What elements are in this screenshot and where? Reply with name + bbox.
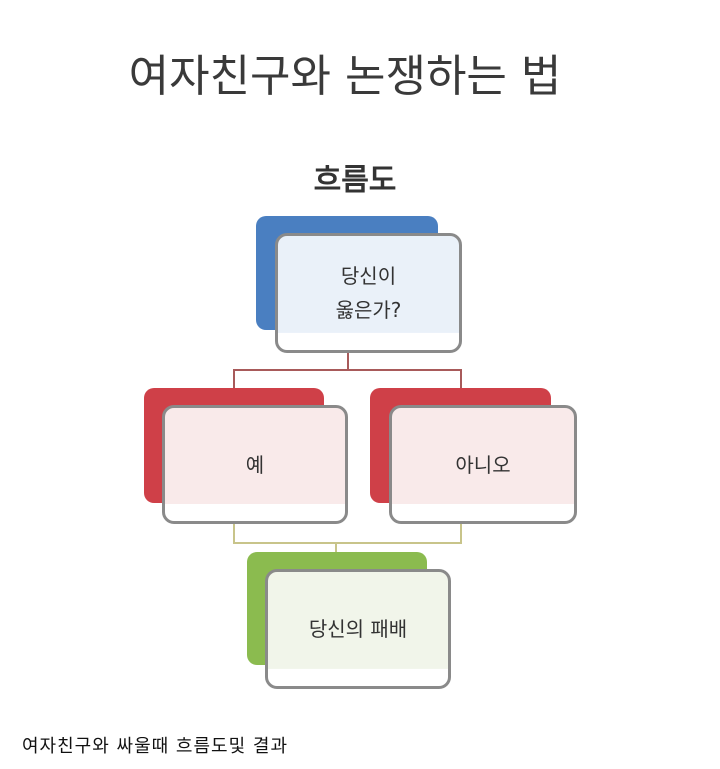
question-line2: 옳은가? xyxy=(335,298,402,322)
caption: 여자친구와 싸울때 흐름도및 결과 xyxy=(22,736,289,757)
yes-label: 예 xyxy=(245,452,265,477)
connector-bottom-drop xyxy=(335,542,337,554)
page-title: 여자친구와 논쟁하는 법 xyxy=(128,51,562,102)
connector-bottom-horizontal xyxy=(233,542,462,544)
connector-left-drop xyxy=(233,369,235,389)
connector-bottom-left xyxy=(233,524,235,543)
connector-top xyxy=(347,353,349,370)
no-label: 아니오 xyxy=(455,452,511,477)
result-box: 당신의 패배 xyxy=(265,569,451,689)
connector-bottom-right xyxy=(460,524,462,543)
result-label: 당신의 패배 xyxy=(308,617,408,641)
connector-right-drop xyxy=(460,369,462,389)
flowchart-subtitle: 흐름도 xyxy=(313,163,397,198)
question-line1: 당신이 xyxy=(340,264,397,288)
no-box: 아니오 xyxy=(389,405,577,524)
connector-top-horizontal xyxy=(233,369,462,371)
yes-box: 예 xyxy=(162,405,348,524)
